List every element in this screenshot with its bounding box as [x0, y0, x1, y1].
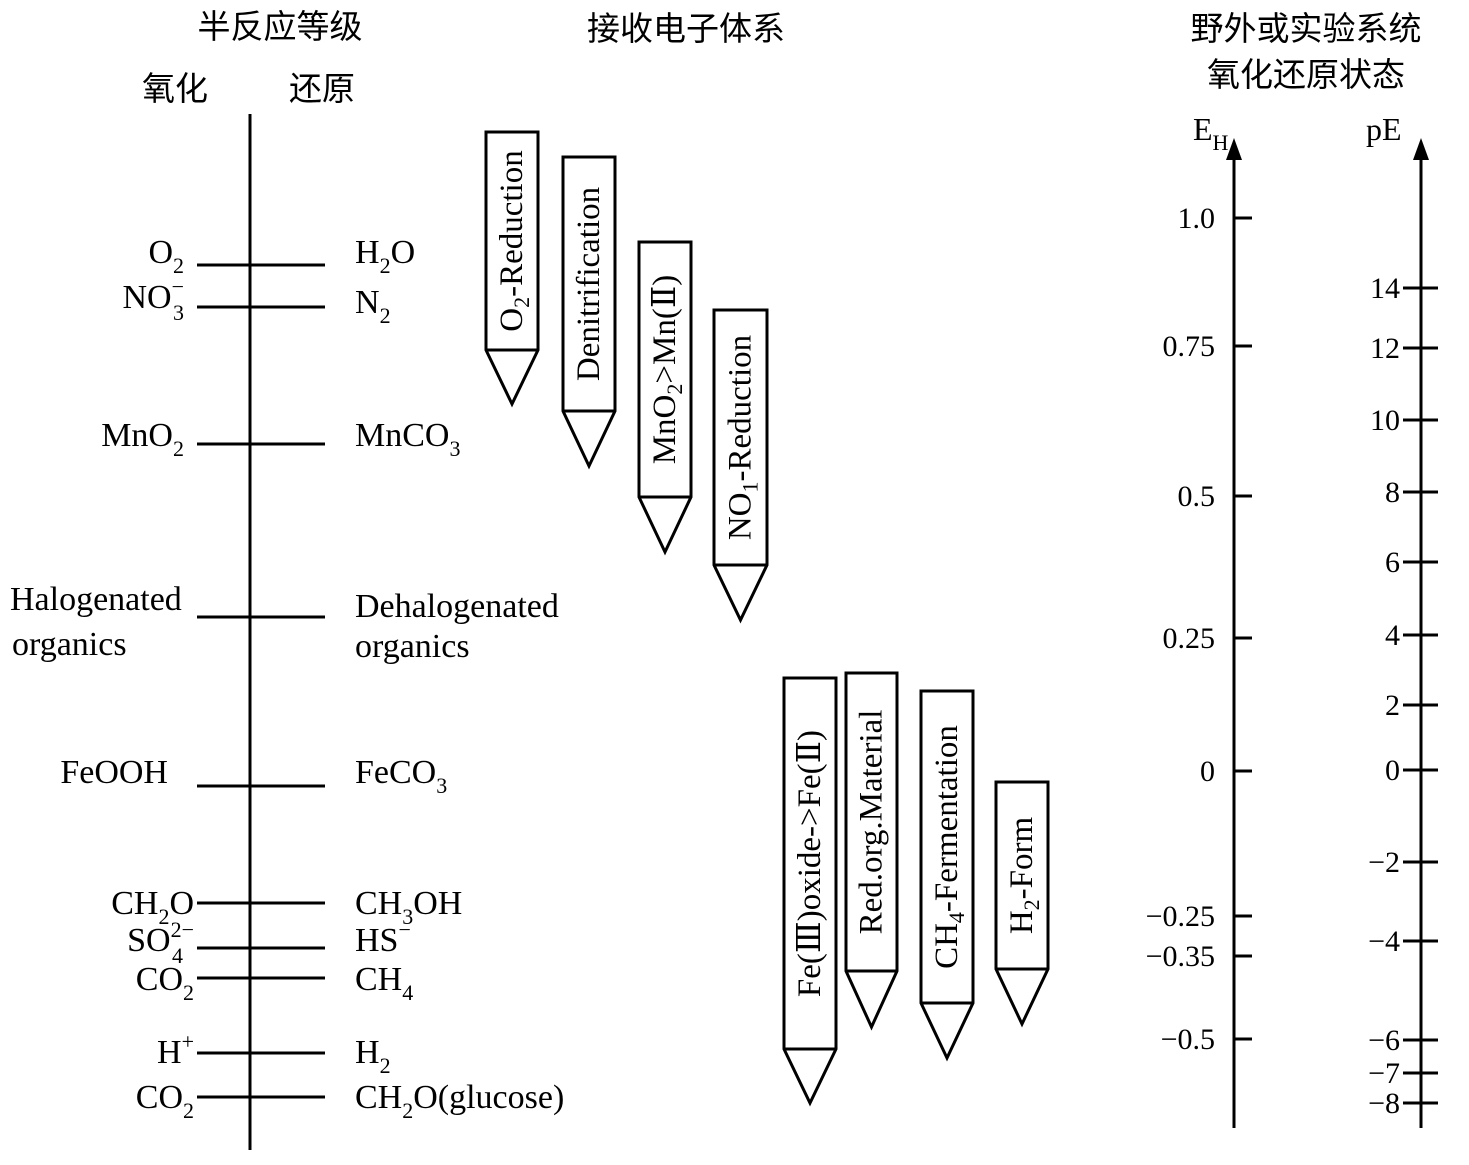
reduced-header: 还原	[289, 69, 355, 108]
eh-tick-label: 0.25	[1163, 622, 1216, 655]
couple-reduced-label: FeCO3	[355, 754, 447, 798]
couple-reduced-label: CH3OH	[355, 885, 462, 929]
couple-oxidized-label: H+	[157, 1029, 194, 1071]
field-system-header-line1: 野外或实验系统	[1191, 9, 1422, 48]
couple-oxidized-label: NO−3	[122, 274, 184, 325]
acceptor-arrow	[919, 689, 975, 1062]
acceptor-label: NO1-Reduction	[723, 335, 763, 540]
acceptor-arrow	[561, 155, 617, 470]
eh-tick-label: −0.35	[1146, 940, 1215, 973]
eh-axis: EH 1.0 0.75 0.5 0.25 0 −0.25 −0.35 −0.5	[1146, 111, 1252, 1128]
pe-tick-label: 14	[1370, 272, 1400, 305]
couple-oxidized-label: MnO2	[101, 417, 184, 461]
acceptor-label: CH4-Fermentation	[929, 725, 969, 969]
pe-axis-label: pE	[1366, 111, 1402, 147]
acceptor-label: Fe(Ⅲ)oxide->Fe(Ⅱ)	[792, 730, 828, 997]
couple-reduced-label: MnCO3	[355, 417, 460, 461]
couple-reduced-label: N2	[355, 284, 391, 328]
acceptor-label: H2-Form	[1004, 816, 1044, 934]
pe-tick-label: −6	[1368, 1024, 1400, 1057]
couple-reduced-label: H2O	[355, 234, 415, 278]
pe-tick-label: 0	[1385, 754, 1400, 787]
couple-oxidized-label: CO2	[136, 961, 194, 1005]
pe-tick-label: −8	[1368, 1087, 1400, 1120]
acceptor-arrow	[782, 676, 838, 1107]
pe-tick-label: −7	[1368, 1057, 1400, 1090]
eh-tick-label: −0.5	[1161, 1023, 1215, 1056]
eh-axis-label: EH	[1193, 111, 1229, 155]
pe-tick-label: 10	[1370, 404, 1400, 437]
pe-tick-label: 8	[1385, 476, 1400, 509]
acceptor-label: O2-Reduction	[494, 150, 534, 331]
acceptor-arrow	[994, 780, 1050, 1028]
eh-tick-label: 0	[1200, 755, 1215, 788]
couple-reduced-label: HS−	[355, 917, 411, 959]
couple-reduced-label: CH4	[355, 961, 413, 1005]
acceptor-label: MnO2>Mn(Ⅱ)	[647, 275, 687, 465]
acceptor-arrow	[484, 130, 540, 408]
couple-oxidized-label: O2	[148, 234, 184, 278]
couple-reduced-label: H2	[355, 1034, 391, 1078]
couple-oxidized-label: CH2O	[111, 885, 194, 929]
acceptor-arrow	[844, 671, 899, 1031]
eh-tick-label: 1.0	[1178, 202, 1216, 235]
eh-tick-label: −0.25	[1146, 900, 1215, 933]
pe-tick-label: 6	[1385, 546, 1400, 579]
eh-tick-label: 0.5	[1178, 480, 1216, 513]
acceptor-arrow	[712, 308, 769, 624]
eh-axis-arrowhead	[1226, 138, 1242, 160]
electron-acceptor-arrows: O2-Reduction Denitrification MnO2>Mn(Ⅱ) NO1…	[484, 130, 1050, 1107]
couple-reduced-label: Dehalogenated	[355, 588, 559, 625]
field-system-header-line2: 氧化还原状态	[1207, 55, 1405, 94]
acceptor-label: Red.org.Material	[854, 710, 890, 935]
couple-oxidized-label: SO2−4	[127, 917, 194, 968]
half-reaction-header: 半反应等级	[198, 7, 363, 46]
eh-tick-label: 0.75	[1163, 330, 1216, 363]
acceptor-arrow	[637, 240, 693, 556]
pe-tick-label: 4	[1385, 619, 1400, 652]
pe-tick-label: −4	[1368, 925, 1400, 958]
pe-axis-arrowhead	[1413, 138, 1429, 160]
acceptor-label: Denitrification	[571, 187, 607, 381]
couple-oxidized-label: Halogenated	[10, 581, 182, 618]
pe-tick-label: 12	[1370, 332, 1400, 365]
pe-tick-label: −2	[1368, 846, 1400, 879]
couple-oxidized-label-line2: organics	[12, 626, 127, 663]
couple-oxidized-label: CO2	[136, 1079, 194, 1123]
pe-axis: pE 14 12 10 8 6 4 2 0 −2 −4 −6−7−8	[1366, 111, 1438, 1128]
couple-reduced-label: CH2O(glucose)	[355, 1079, 564, 1123]
couple-oxidized-label: FeOOH	[60, 754, 168, 791]
pe-tick-label: 2	[1385, 689, 1400, 722]
acceptor-systems-header: 接收电子体系	[587, 9, 785, 48]
couple-reduced-label-line2: organics	[355, 628, 470, 665]
oxidized-header: 氧化	[142, 69, 208, 108]
